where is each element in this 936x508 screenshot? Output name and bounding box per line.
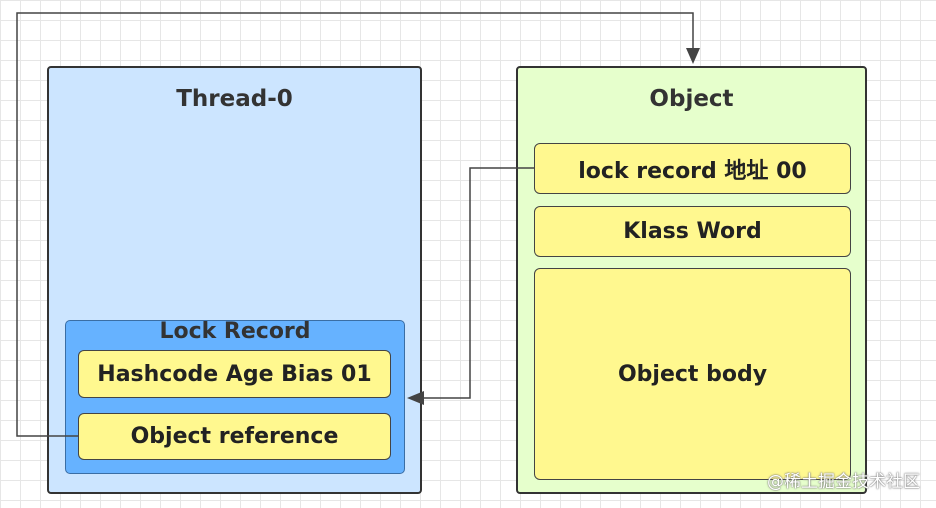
reference-to-object-connector xyxy=(16,12,700,437)
mark-word-cell: lock record 地址 00 xyxy=(534,143,851,194)
watermark-text: @稀土掘金技术社区 xyxy=(767,472,920,492)
object-title: Object xyxy=(649,86,734,112)
hashcode-age-bias-cell: Hashcode Age Bias 01 xyxy=(78,350,391,398)
lock-record-title: Lock Record xyxy=(159,319,311,344)
klass-word-cell: Klass Word xyxy=(534,206,851,257)
thread-title: Thread-0 xyxy=(176,86,293,112)
arrowhead-down-icon xyxy=(686,48,700,64)
object-reference-cell: Object reference xyxy=(78,413,391,460)
arrowhead-left-icon xyxy=(407,391,424,405)
mark-word-to-lock-record-connector xyxy=(407,167,534,405)
object-body-cell: Object body xyxy=(534,268,851,480)
